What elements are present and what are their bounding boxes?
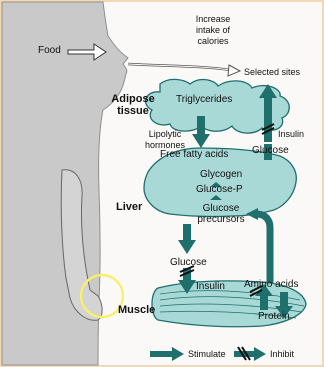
- muscle-label: Muscle: [118, 305, 155, 316]
- glycogen-label: Glycogen: [200, 170, 242, 180]
- amino-acids-label: Amino acids: [244, 280, 298, 290]
- legend-inhibit-label: Inhibit: [270, 350, 294, 359]
- triglycerides-label: Triglycerides: [176, 95, 232, 105]
- glucose-precursors-label: Glucose precursors: [186, 203, 256, 225]
- food-label: Food: [38, 46, 61, 56]
- liver-label: Liver: [116, 202, 142, 213]
- glucose-p-label: Glucose-P: [196, 185, 243, 195]
- glucose-lower-label: Glucose: [170, 258, 207, 268]
- insulin-top-label: Insulin: [278, 130, 304, 139]
- insulin-bottom-label: Insulin: [196, 282, 225, 292]
- free-fatty-acids-label: Free fatty acids: [160, 150, 228, 160]
- protein-label: Protein: [258, 312, 290, 322]
- adipose-tissue-label: Adipose tissue: [106, 93, 160, 117]
- increase-intake-label: Increase intake of calories: [182, 14, 244, 47]
- lipolytic-hormones-label: Lipolytic hormones: [138, 129, 192, 151]
- glucose-right-label: Glucose: [252, 146, 289, 156]
- legend-stimulate-label: Stimulate: [188, 350, 226, 359]
- selected-sites-label: Selected sites: [244, 68, 300, 77]
